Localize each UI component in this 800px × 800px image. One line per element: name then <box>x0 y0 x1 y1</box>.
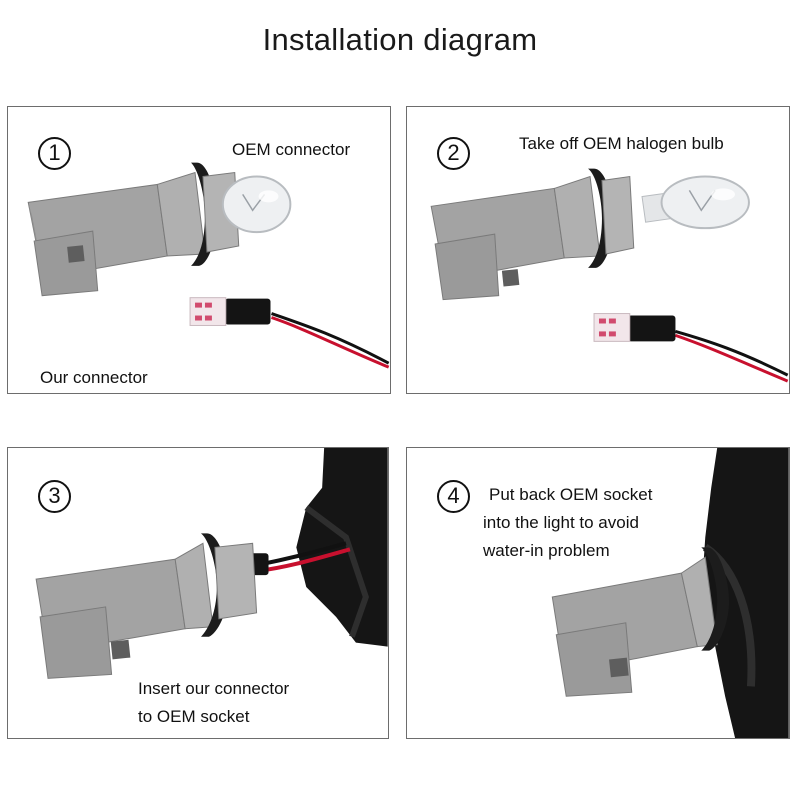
step-number-badge: 3 <box>38 480 71 513</box>
light-housing-illustration <box>296 448 388 647</box>
step-4-caption-line-2: into the light to avoid <box>483 513 639 532</box>
led-connector-illustration <box>189 297 390 369</box>
halogen-bulb-illustration <box>641 175 750 230</box>
oem-connector-illustration <box>551 547 730 697</box>
step-2-caption: Take off OEM halogen bulb <box>519 134 724 153</box>
step-4-caption-line-1: Put back OEM socket <box>489 485 653 504</box>
step-1-illustration <box>27 162 390 369</box>
oem-connector-illustration <box>430 168 635 301</box>
step-number-badge: 2 <box>437 137 470 170</box>
step-3-caption-line-2: to OEM socket <box>138 707 250 726</box>
step-number-badge: 4 <box>437 480 470 513</box>
oem-connector-illustration <box>35 533 258 679</box>
step-2-illustration <box>430 168 789 383</box>
step-4-caption-line-3: water-in problem <box>483 541 610 560</box>
light-housing-illustration <box>701 448 789 738</box>
oem-connector-illustration <box>27 162 240 297</box>
step-1-panel: 1 OEM connector Our connector <box>7 106 391 394</box>
step-3-panel: 3 Insert our connector to OEM socket <box>7 447 389 739</box>
page-title: Installation diagram <box>262 22 538 57</box>
step-number-badge: 1 <box>38 137 71 170</box>
step-4-illustration <box>551 448 789 738</box>
halogen-bulb-illustration <box>221 175 292 234</box>
step-1-caption-ours: Our connector <box>40 368 148 387</box>
led-connector-illustration <box>593 313 789 383</box>
step-3-caption-line-1: Insert our connector <box>138 679 290 698</box>
step-3-illustration <box>35 448 388 679</box>
step-2-panel: 2 Take off OEM halogen bulb <box>406 106 790 394</box>
step-1-caption-oem: OEM connector <box>232 140 351 159</box>
step-4-panel: 4 Put back OEM socket into the light to … <box>406 447 790 739</box>
